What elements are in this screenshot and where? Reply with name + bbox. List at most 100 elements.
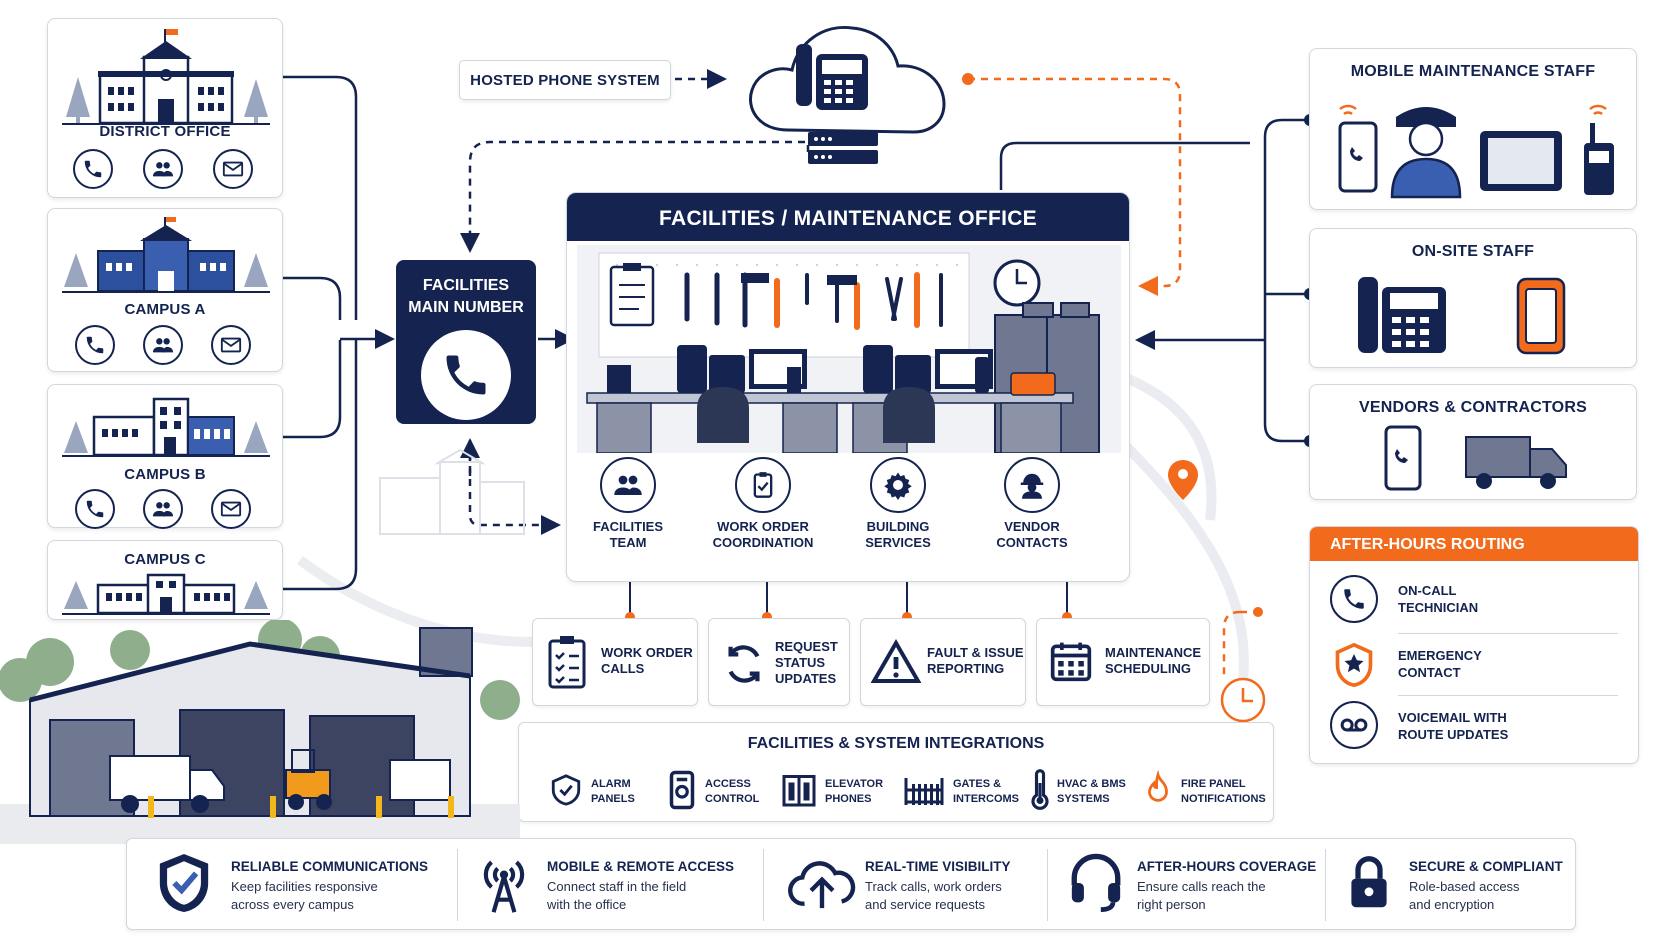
rugged-phone-icon	[1516, 277, 1566, 355]
school-building-icon	[62, 397, 270, 457]
phone-icon[interactable]	[75, 489, 115, 529]
service-truck-icon	[109, 755, 225, 813]
maintenance-office-panel: FACILITIES / MAINTENANCE OFFICE	[566, 192, 1130, 582]
location-label: CAMPUS A	[124, 301, 206, 318]
voicemail-icon	[1330, 701, 1378, 749]
radio-icon	[1584, 123, 1614, 195]
mobile-maintenance-staff-panel: MOBILE MAINTENANCE STAFF	[1309, 48, 1637, 210]
mobile-staff-title: MOBILE MAINTENANCE STAFF	[1350, 63, 1596, 80]
people-icon[interactable]	[143, 489, 183, 529]
emergency-shield-icon	[1335, 642, 1373, 688]
desk-phone-icon	[1358, 277, 1446, 353]
clock-icon	[1220, 677, 1266, 723]
elevator-icon	[782, 775, 816, 807]
on-site-staff-panel: ON-SITE STAFF	[1309, 228, 1637, 368]
facilities-main-number[interactable]: FACILITIES MAIN NUMBER	[396, 260, 536, 424]
antenna-tower-icon	[483, 860, 525, 913]
after-hours-title: AFTER-HOURS ROUTING	[1330, 536, 1525, 553]
people-icon[interactable]	[143, 149, 183, 189]
vendor-devices-illustration	[1384, 425, 1567, 491]
shield-check-icon	[159, 854, 209, 912]
technician-icon	[1390, 107, 1462, 199]
forklift-icon	[285, 749, 332, 810]
after-hours-header: AFTER-HOURS ROUTING	[1310, 527, 1638, 561]
mail-icon[interactable]	[211, 489, 251, 529]
location-label: CAMPUS B	[124, 466, 206, 483]
map-pin-icon	[1168, 460, 1198, 500]
hosted-phone-label-box: HOSTED PHONE SYSTEM	[459, 60, 671, 100]
tablet-icon	[1480, 131, 1562, 191]
smartphone-icon	[1384, 425, 1422, 491]
divider	[1398, 695, 1618, 696]
thermometer-icon	[1031, 769, 1049, 810]
desk-phone-icon	[796, 44, 868, 110]
vendors-title: VENDORS & CONTRACTORS	[1359, 399, 1587, 416]
phone-icon	[421, 330, 511, 420]
delivery-truck-icon	[1465, 436, 1567, 489]
background-building-sketch	[379, 448, 525, 535]
school-building-icon	[62, 573, 270, 615]
cloud-phone-system	[749, 25, 946, 164]
keypad-reader-icon	[669, 770, 695, 810]
service-building-services[interactable]: BUILDING SERVICES	[833, 457, 963, 551]
phone-icon[interactable]	[75, 325, 115, 365]
mail-icon[interactable]	[211, 325, 251, 365]
on-site-devices-illustration	[1358, 277, 1566, 355]
gate-icon	[904, 778, 944, 805]
fire-icon	[1148, 769, 1168, 802]
cloud-upload-icon	[788, 861, 856, 909]
lock-icon	[1351, 856, 1387, 908]
refresh-icon	[728, 645, 760, 683]
service-work-order-coordination[interactable]: WORK ORDER COORDINATION	[698, 457, 828, 551]
location-card-campus-c: CAMPUS C	[47, 540, 283, 620]
divider	[1047, 849, 1048, 921]
mobile-devices-illustration	[1338, 104, 1614, 199]
office-title: FACILITIES / MAINTENANCE OFFICE	[659, 207, 1037, 230]
school-building-icon	[62, 217, 270, 293]
main-number-line1: FACILITIES	[422, 277, 510, 294]
location-card-campus-b: CAMPUS B	[47, 384, 283, 529]
location-card-campus-a: CAMPUS A	[47, 208, 283, 372]
maintenance-garage-illustration	[0, 620, 520, 844]
service-vendor-contacts[interactable]: VENDOR CONTACTS	[967, 457, 1097, 551]
service-facilities-team[interactable]: FACILITIES TEAM	[567, 457, 693, 551]
main-number-line2: MAIN NUMBER	[408, 299, 524, 316]
office-scene-illustration	[577, 245, 1121, 453]
divider	[1398, 633, 1618, 634]
integration-gates-intercoms[interactable]: GATES &INTERCOMS	[903, 769, 1023, 813]
integrations-title: FACILITIES & SYSTEM INTEGRATIONS	[747, 735, 1045, 752]
clipboard-icon	[735, 457, 791, 513]
phone-icon[interactable]	[73, 149, 113, 189]
mail-icon[interactable]	[213, 149, 253, 189]
warning-icon	[871, 639, 921, 683]
checklist-icon	[548, 636, 586, 689]
location-label: DISTRICT OFFICE	[99, 123, 231, 140]
phone-icon	[1330, 575, 1378, 623]
divider	[457, 849, 458, 921]
team-icon	[600, 457, 656, 513]
vendors-contractors-panel: VENDORS & CONTRACTORS	[1309, 384, 1637, 500]
location-label: CAMPUS C	[124, 551, 206, 568]
hardhat-worker-icon	[1004, 457, 1060, 513]
location-card-district-office: DISTRICT OFFICE	[47, 18, 283, 198]
people-icon[interactable]	[143, 325, 183, 365]
